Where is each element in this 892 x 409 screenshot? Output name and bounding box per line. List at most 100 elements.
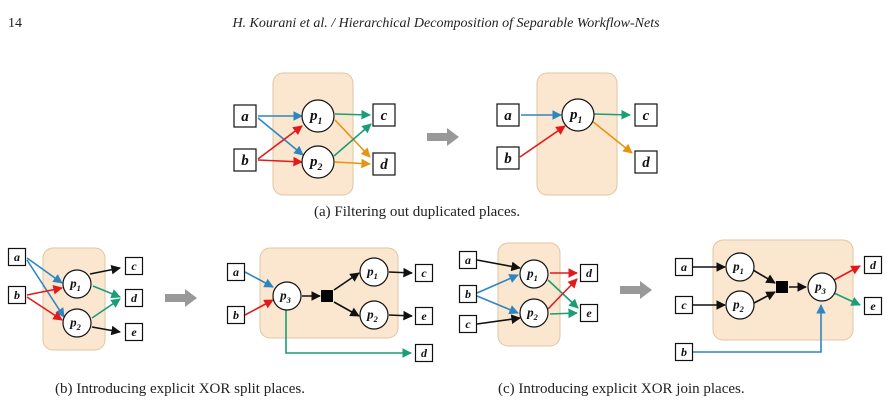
- place-p2: p2: [359, 300, 389, 330]
- activity-c: c: [458, 314, 478, 334]
- activity-d: d: [372, 152, 396, 176]
- activity-label: b: [241, 153, 249, 169]
- activity-label: c: [421, 266, 427, 280]
- arc: [388, 267, 413, 278]
- transform-arrow-c: [620, 281, 652, 299]
- activity-c: c: [414, 263, 434, 283]
- arc: [91, 325, 121, 336]
- running-title: H. Kourani et al. / Hierarchical Decompo…: [232, 16, 660, 31]
- activity-label: c: [131, 259, 137, 273]
- transform-arrow-a: [427, 128, 459, 146]
- activity-d: d: [414, 343, 434, 363]
- arc: [833, 265, 861, 281]
- arc: [476, 274, 519, 294]
- arc-p3-to-d: [285, 309, 412, 358]
- activity-a: a: [233, 104, 257, 128]
- activity-label: d: [870, 258, 877, 272]
- arc: [833, 292, 861, 306]
- place-p3: p3: [272, 281, 302, 311]
- place-p1: p1: [301, 99, 335, 133]
- activity-e: e: [124, 322, 144, 342]
- activity-label: e: [586, 306, 592, 320]
- place-label: p1: [366, 263, 378, 281]
- activity-d: d: [579, 263, 599, 283]
- arc: [257, 117, 304, 156]
- place-p2: p2: [301, 145, 335, 179]
- activity-d: d: [124, 288, 144, 308]
- place-p1: p1: [359, 257, 389, 287]
- arc: [91, 298, 121, 319]
- arc: [593, 109, 631, 120]
- place-label: p1: [732, 258, 744, 276]
- activity-label: b: [14, 288, 20, 302]
- place-label: p1: [526, 265, 538, 283]
- activity-c: c: [372, 103, 396, 127]
- place-p2: p2: [725, 290, 755, 320]
- activity-b: b: [496, 146, 520, 170]
- arc: [333, 272, 360, 291]
- activity-label: c: [643, 108, 650, 124]
- activity-b: b: [233, 148, 257, 172]
- arc: [753, 291, 776, 304]
- activity-label: d: [380, 157, 388, 173]
- activity-a: a: [226, 262, 246, 282]
- arc: [388, 310, 413, 321]
- place-p3: p3: [807, 272, 837, 302]
- arc: [476, 314, 521, 325]
- place-p1: p1: [519, 259, 549, 289]
- activity-label: e: [421, 309, 427, 323]
- arc: [334, 109, 371, 120]
- arc: [26, 296, 63, 321]
- activity-label: b: [465, 287, 471, 301]
- silent-transition: [321, 290, 333, 302]
- activity-label: d: [586, 266, 593, 280]
- activity-label: a: [465, 253, 471, 267]
- activity-label: d: [421, 346, 428, 360]
- activity-c: c: [674, 295, 694, 315]
- arc: [752, 269, 776, 284]
- arc-b-to-p3: [693, 304, 826, 353]
- place-label: p1: [69, 275, 81, 293]
- place-p1: p1: [561, 98, 595, 132]
- caption-b: (b) Introducing explicit XOR split place…: [55, 381, 305, 397]
- activity-label: a: [233, 265, 239, 279]
- activity-label: e: [131, 325, 137, 339]
- activity-label: a: [241, 109, 249, 125]
- activity-c: c: [124, 256, 144, 276]
- region-c-left: [497, 242, 561, 347]
- activity-b: b: [7, 285, 27, 305]
- activity-a: a: [674, 257, 694, 277]
- activity-b: b: [674, 342, 694, 362]
- activity-e: e: [414, 306, 434, 326]
- place-label: p3: [814, 278, 826, 296]
- arc: [257, 156, 303, 167]
- activity-b: b: [226, 305, 246, 325]
- activity-d: d: [863, 255, 883, 275]
- arc: [26, 257, 63, 284]
- arc: [92, 285, 121, 299]
- activity-label: a: [681, 260, 687, 274]
- activity-a: a: [496, 103, 520, 127]
- activity-label: e: [870, 299, 876, 313]
- arc: [244, 271, 274, 288]
- arc: [549, 308, 578, 319]
- arc: [334, 119, 371, 158]
- caption-c: (c) Introducing explicit XOR join places…: [498, 381, 745, 397]
- activity-label: c: [465, 317, 471, 331]
- arc: [334, 158, 371, 169]
- arc: [26, 259, 65, 318]
- place-p2: p2: [519, 298, 549, 328]
- arc: [244, 299, 274, 316]
- transform-arrow-b: [165, 289, 197, 307]
- arc: [547, 278, 578, 310]
- activity-a: a: [458, 250, 478, 270]
- arc: [476, 259, 521, 272]
- arc: [333, 301, 360, 317]
- caption-a: (a) Filtering out duplicated places.: [314, 204, 521, 220]
- place-label: p3: [279, 287, 291, 305]
- activity-label: d: [131, 291, 138, 305]
- arc: [89, 264, 121, 275]
- activity-label: b: [504, 151, 512, 167]
- arc: [591, 120, 633, 154]
